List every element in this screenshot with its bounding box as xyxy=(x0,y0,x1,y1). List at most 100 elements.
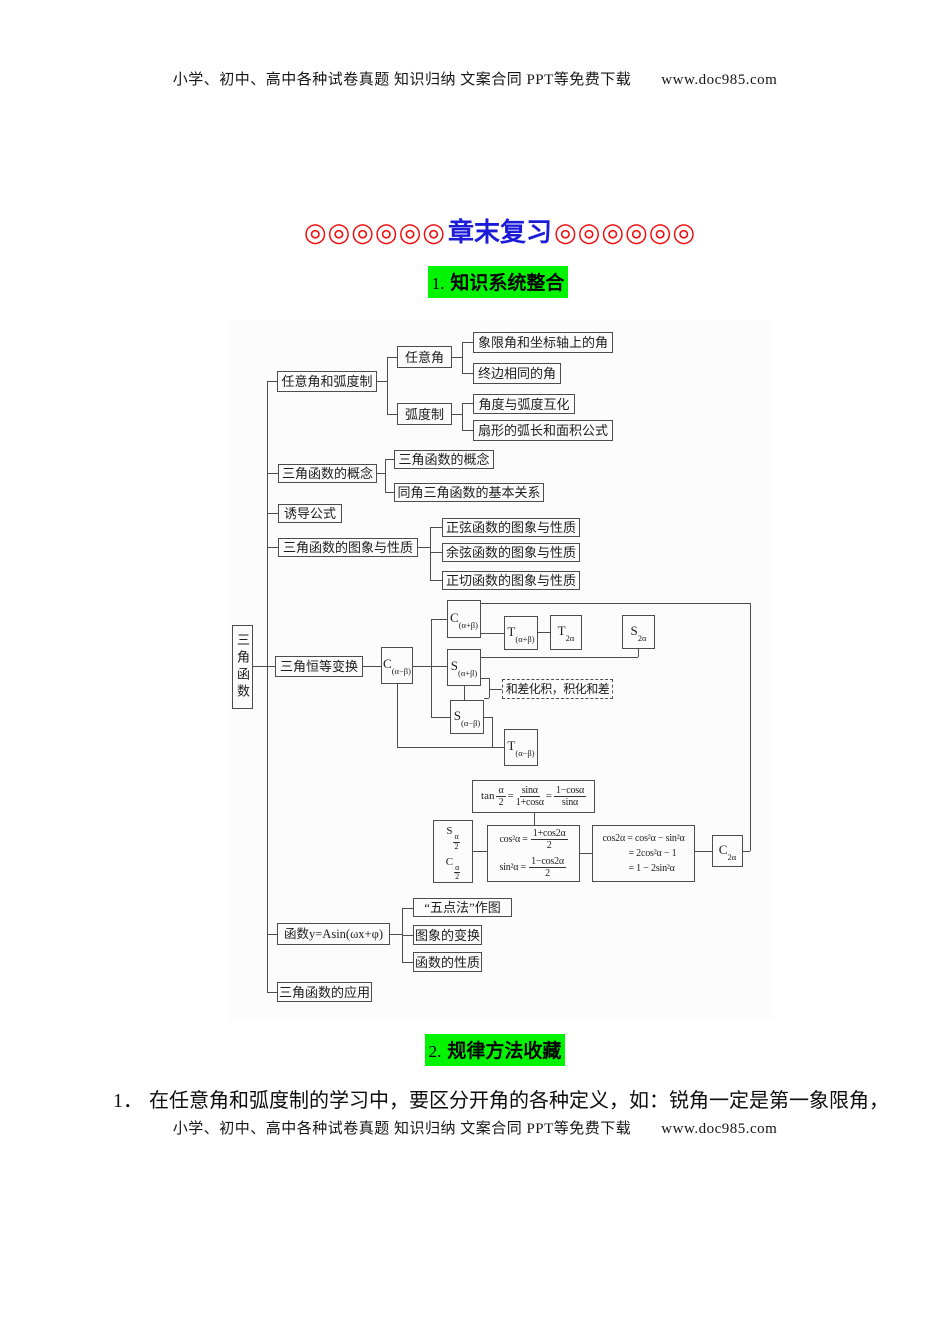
line xyxy=(464,686,465,700)
line xyxy=(462,342,473,343)
line xyxy=(390,934,402,935)
line xyxy=(377,381,387,382)
line xyxy=(413,666,447,667)
line xyxy=(462,342,463,373)
node-arbitrary-angle: 任意角 xyxy=(397,346,452,368)
node-s-alpha-plus-beta: S(α+β) xyxy=(447,649,481,686)
line xyxy=(638,649,639,657)
node-graphs-and-properties: 三角函数的图象与性质 xyxy=(278,538,418,557)
node-identity-transformation: 三角恒等变换 xyxy=(275,656,363,677)
line xyxy=(489,689,502,690)
line xyxy=(743,851,750,852)
section-1-number: 1. xyxy=(431,274,445,293)
line xyxy=(462,403,463,430)
line xyxy=(538,632,550,633)
line xyxy=(462,403,473,404)
line xyxy=(402,935,413,936)
line xyxy=(387,357,388,414)
footer-url: www.doc985.com xyxy=(661,1121,778,1137)
line xyxy=(267,513,278,514)
section-1-heading: 1. 知识系统整合 xyxy=(0,266,950,298)
line xyxy=(387,357,397,358)
node-double-angle-formulas: cos2α = cos²α − sin²α = 2cos²α − 1 = 1 −… xyxy=(592,825,695,882)
node-c-alpha-plus-beta: C(α+β) xyxy=(447,600,481,638)
node-cosine-graph-properties: 余弦函数的图象与性质 xyxy=(442,543,580,562)
line xyxy=(580,853,592,854)
title-right-decor: ◎◎◎◎◎◎ xyxy=(554,218,697,248)
node-coterminal-angle: 终边相同的角 xyxy=(473,363,561,384)
line xyxy=(750,603,751,851)
line xyxy=(267,473,278,474)
line xyxy=(267,381,277,382)
line xyxy=(430,552,442,553)
node-c-2alpha: C2α xyxy=(712,835,743,867)
line xyxy=(402,962,413,963)
line xyxy=(377,473,385,474)
node-induction-formulas: 诱导公式 xyxy=(278,504,342,523)
line xyxy=(473,851,487,852)
line xyxy=(534,813,535,825)
line xyxy=(452,414,462,415)
node-sine-graph-properties: 正弦函数的图象与性质 xyxy=(442,518,580,537)
node-graph-transformation: 图象的变换 xyxy=(413,925,482,945)
line xyxy=(489,678,490,698)
node-root-trig-function: 三角函数 xyxy=(232,625,253,709)
footer-site-line: 小学、初中、高中各种试卷真题 知识归纳 文案合同 PPT等免费下载 www.doc… xyxy=(0,1117,950,1138)
node-sector-arc-area-formula: 扇形的弧长和面积公式 xyxy=(473,420,613,441)
line xyxy=(484,698,489,699)
node-asin-function: 函数y=Asin(ωx+φ) xyxy=(277,923,390,945)
line xyxy=(492,747,504,748)
line xyxy=(431,619,432,717)
node-trig-concept: 三角函数的概念 xyxy=(278,464,377,483)
line xyxy=(267,381,268,992)
node-trig-concept-child: 三角函数的概念 xyxy=(394,450,494,469)
node-function-properties: 函数的性质 xyxy=(413,952,482,972)
title-left-decor: ◎◎◎◎◎◎ xyxy=(303,218,446,248)
line xyxy=(385,459,386,492)
line xyxy=(481,678,489,679)
line xyxy=(484,717,492,718)
footer-text: 小学、初中、高中各种试卷真题 知识归纳 文案合同 PPT等免费下载 xyxy=(172,1121,632,1137)
line xyxy=(267,934,277,935)
node-trig-applications: 三角函数的应用 xyxy=(277,982,372,1002)
line xyxy=(252,666,275,667)
line xyxy=(387,414,397,415)
section-2-number: 2. xyxy=(428,1042,442,1061)
line xyxy=(267,547,278,548)
node-radian-system: 弧度制 xyxy=(397,403,452,425)
line xyxy=(481,633,504,634)
header-url: www.doc985.com xyxy=(661,72,778,88)
node-same-angle-basic-relations: 同角三角函数的基本关系 xyxy=(394,483,544,502)
section-1-highlight: 1. 知识系统整合 xyxy=(427,266,569,298)
section-2-title: 规律方法收藏 xyxy=(447,1041,562,1062)
line xyxy=(431,717,450,718)
line xyxy=(363,666,381,667)
line xyxy=(418,547,430,548)
node-quadrant-axis-angle: 象限角和坐标轴上的角 xyxy=(473,332,613,353)
knowledge-diagram: 三角函数 任意角和弧度制 任意角 象限角和坐标轴上的角 终边相同的角 弧度制 角… xyxy=(228,320,773,1020)
node-s-2alpha: S2α xyxy=(622,615,655,649)
line xyxy=(492,717,493,747)
node-t-2alpha: T2α xyxy=(550,615,582,650)
line xyxy=(430,580,442,581)
line xyxy=(462,430,473,431)
chapter-title: ◎◎◎◎◎◎章末复习◎◎◎◎◎◎ xyxy=(0,212,950,249)
line xyxy=(695,851,712,852)
line xyxy=(402,908,413,909)
section-2-heading: 2. 规律方法收藏 xyxy=(0,1034,950,1066)
line xyxy=(397,747,492,748)
node-degree-radian-conversion: 角度与弧度互化 xyxy=(473,394,575,414)
line xyxy=(430,527,431,580)
node-five-point-method: “五点法”作图 xyxy=(413,898,512,917)
section-1-title: 知识系统整合 xyxy=(450,273,565,294)
node-s-alpha-minus-beta: S(α−β) xyxy=(450,700,484,734)
line xyxy=(431,619,447,620)
line xyxy=(481,657,638,658)
line xyxy=(267,992,277,993)
node-arbitrary-angle-and-radian: 任意角和弧度制 xyxy=(277,371,377,392)
